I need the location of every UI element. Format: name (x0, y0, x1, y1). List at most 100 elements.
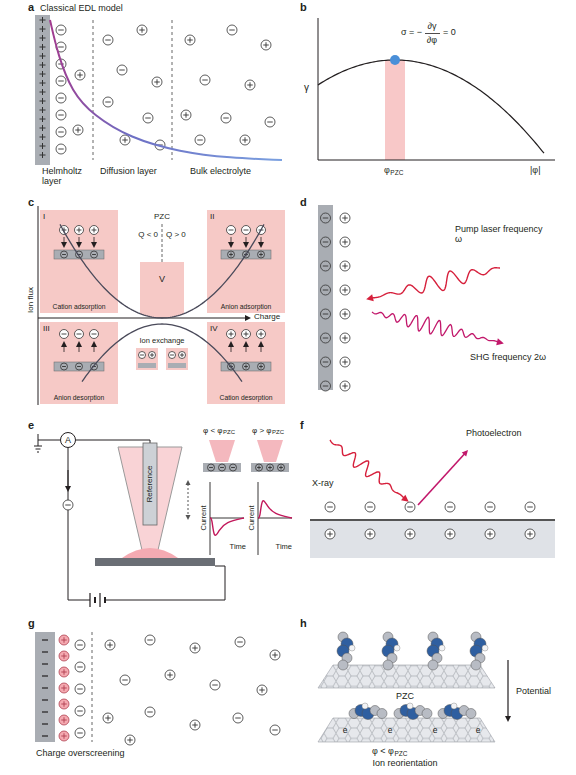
ion-symbol (233, 713, 243, 723)
ion-symbol (257, 685, 267, 695)
ion-circle (75, 640, 85, 650)
annotation: φ < φ (203, 426, 223, 435)
ion-circle (525, 502, 535, 512)
ion-circle (56, 76, 66, 86)
line (345, 287, 346, 293)
region-number: IV (210, 324, 218, 333)
line (170, 672, 171, 678)
ion-symbol (152, 77, 162, 87)
ion-symbol (405, 502, 415, 512)
ion-circle (340, 261, 350, 271)
annotation: φ > φ (252, 426, 272, 435)
ion-symbol (445, 502, 455, 512)
ion-circle (105, 640, 115, 650)
ion-circle (169, 352, 176, 359)
line (258, 518, 292, 519)
ion-symbol (75, 226, 84, 235)
ion-circle (325, 529, 335, 539)
arrowhead (243, 242, 249, 248)
ion-circle (61, 363, 68, 370)
ion-symbol (75, 640, 85, 650)
line (231, 332, 232, 337)
line (42, 17, 43, 23)
ion-circle (181, 110, 191, 120)
panel-letter: b (300, 1, 307, 14)
annotation: Pump laser frequency ω (455, 224, 550, 245)
axis-label: Ion flux (26, 287, 35, 313)
ion-symbol (59, 667, 69, 677)
ion-symbol (325, 502, 335, 512)
line (122, 680, 128, 681)
ion-circle (243, 363, 250, 370)
line (42, 143, 43, 149)
panel-letter: a (28, 1, 34, 14)
graphene-lattice (318, 718, 495, 742)
line (190, 37, 191, 43)
annotation: |φ| (530, 165, 541, 175)
ammeter-outline (61, 433, 76, 448)
ion-symbol (73, 125, 83, 135)
ion-circle (257, 330, 266, 339)
ion-circle (120, 135, 130, 145)
line (147, 640, 153, 641)
line (323, 362, 329, 363)
line (345, 239, 346, 245)
atom (407, 703, 413, 709)
line (345, 383, 346, 389)
line (188, 484, 189, 516)
line (272, 730, 278, 731)
atom (349, 645, 355, 651)
annotation: e (343, 726, 348, 736)
annotation: φ (384, 165, 390, 175)
ion-circle (227, 330, 236, 339)
arrowhead (228, 242, 234, 248)
ion-circle (75, 662, 85, 672)
arrowhead (258, 341, 264, 347)
current-trace (210, 518, 244, 535)
ion-symbol (219, 464, 226, 471)
substrate (95, 558, 215, 566)
ion-symbol (321, 237, 331, 247)
ion-circle (365, 529, 375, 539)
line (42, 35, 43, 41)
line (42, 723, 48, 724)
line (157, 79, 158, 85)
line (125, 137, 126, 143)
ion-circle (321, 237, 331, 247)
line (38, 440, 60, 441)
line (323, 242, 329, 243)
line (330, 531, 331, 537)
panel-b (318, 18, 555, 160)
line (79, 228, 80, 233)
ion-symbol (321, 333, 331, 343)
ion-symbol (56, 144, 66, 154)
line (42, 134, 43, 140)
exchange-box (136, 348, 158, 370)
axis-label: Current (248, 505, 257, 530)
line (58, 149, 64, 150)
line (275, 652, 276, 658)
ion-symbol (261, 40, 271, 50)
ion-symbol (75, 684, 85, 694)
line (42, 71, 43, 77)
panel-e (34, 434, 292, 607)
ion-symbol (445, 529, 455, 539)
arrowhead (76, 341, 82, 347)
line (37, 452, 39, 453)
ion-symbol (75, 330, 84, 339)
arrowhead (365, 294, 373, 302)
line (212, 685, 218, 686)
ion-symbol (227, 25, 237, 35)
atom (466, 709, 476, 719)
ion-symbol (340, 381, 350, 391)
panel-letter: e (28, 419, 34, 432)
arrowhead (496, 338, 504, 346)
electrode (318, 205, 333, 390)
line (235, 718, 241, 719)
ion-circle (63, 500, 73, 510)
ion-circle (120, 675, 130, 685)
line (42, 639, 48, 640)
line (245, 137, 246, 143)
ion-circle (73, 125, 83, 135)
